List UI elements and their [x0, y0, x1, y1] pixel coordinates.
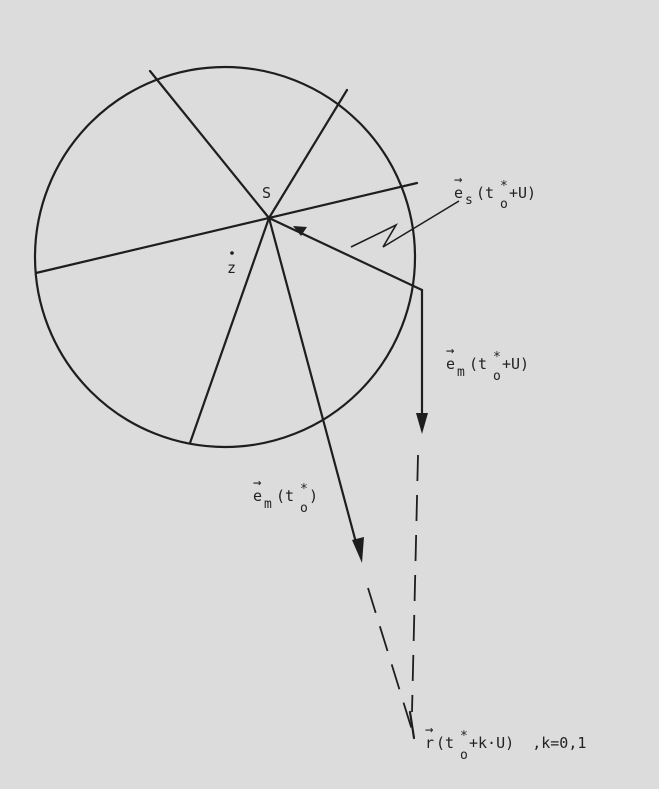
svg-text:o: o	[300, 501, 308, 516]
svg-text:o: o	[493, 369, 501, 384]
arrowhead-es	[293, 226, 307, 236]
label-es: → e s (t * o +U)	[454, 172, 536, 212]
svg-text:→: →	[425, 722, 433, 738]
chord-left	[34, 181, 419, 275]
svg-text:→: →	[446, 343, 454, 359]
label-s: S	[262, 184, 271, 202]
svg-text:(t: (t	[469, 355, 487, 373]
svg-text:o: o	[500, 197, 508, 212]
svg-text:e: e	[454, 184, 463, 202]
svg-text:*: *	[300, 482, 308, 497]
svg-text:s: s	[465, 193, 473, 208]
label-em-tstar-u: → e m (t * o +U)	[446, 343, 529, 384]
dashed-diagonal	[367, 587, 413, 731]
svg-text:*: *	[493, 350, 501, 365]
svg-text:e: e	[446, 355, 455, 373]
svg-text:+U): +U)	[509, 184, 536, 202]
svg-text:r: r	[425, 734, 434, 752]
arrowhead-em-tstar-u	[416, 413, 428, 434]
svg-text:o: o	[460, 748, 468, 763]
circle	[33, 65, 417, 449]
label-em-tstar: → e m (t * o )	[253, 475, 318, 516]
dash-tip	[408, 710, 416, 740]
point-z-dot	[230, 251, 234, 255]
svg-text:→: →	[253, 475, 261, 491]
label-r: → r (t * o +k·U) ,k=0,1	[425, 722, 586, 763]
svg-text:(t: (t	[436, 734, 454, 752]
svg-text:(t: (t	[476, 184, 494, 202]
radius-right	[267, 216, 424, 292]
dashed-vertical	[411, 454, 419, 713]
svg-text:+k·U) ,k=0,1: +k·U) ,k=0,1	[469, 734, 586, 752]
svg-text:m: m	[457, 365, 465, 380]
radius-upper-left	[148, 69, 271, 220]
radius-upper-right	[267, 88, 349, 220]
line-em-tstar	[267, 216, 360, 552]
arrowhead-em-tstar	[352, 537, 364, 563]
zigzag-es	[350, 200, 460, 248]
svg-text:e: e	[253, 487, 262, 505]
label-z: z	[227, 259, 236, 277]
radius-lower-left	[188, 216, 271, 445]
svg-text:(t: (t	[276, 487, 294, 505]
svg-text:+U): +U)	[502, 355, 529, 373]
svg-text:→: →	[454, 172, 462, 188]
svg-text:): )	[309, 487, 318, 505]
svg-text:m: m	[264, 497, 272, 512]
svg-text:*: *	[460, 729, 468, 744]
svg-text:*: *	[500, 179, 508, 194]
